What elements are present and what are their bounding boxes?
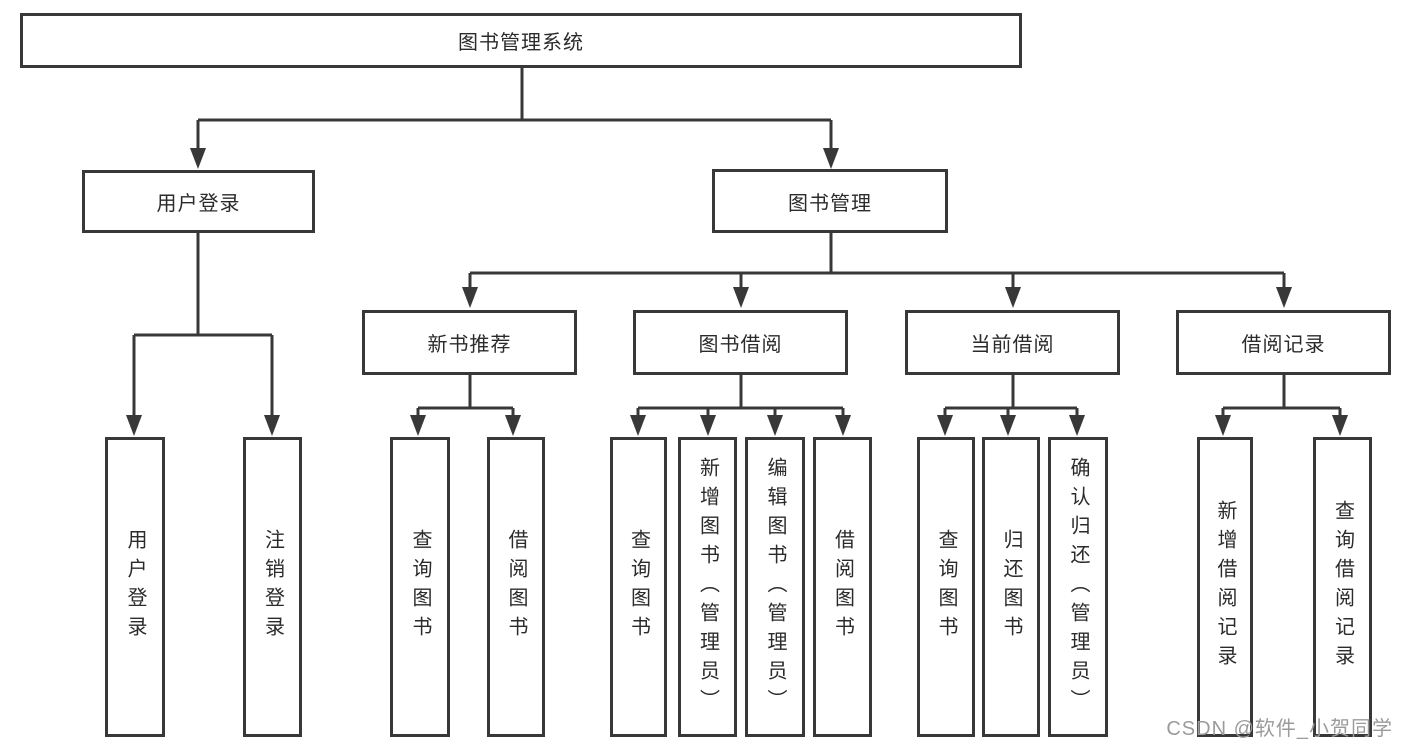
connector-new-book-to-leaves xyxy=(410,375,521,436)
leaf-label: 查询图书 xyxy=(409,529,431,645)
leaf-logout: 注销登录 xyxy=(243,437,302,737)
watermark: CSDN @软件_小贺同学 xyxy=(1166,718,1393,740)
leaf-label: 新增借阅记录 xyxy=(1214,500,1236,674)
leaf-label: 借阅图书 xyxy=(831,529,854,645)
leaf-newbook-borrow-books: 借阅图书 xyxy=(487,437,545,737)
leaf-borrow-query-books: 查询图书 xyxy=(610,437,667,737)
leaf-label: 编辑图书（管理员） xyxy=(764,456,786,718)
leaf-label: 借阅图书 xyxy=(505,529,527,645)
node-label: 图书借阅 xyxy=(698,334,783,356)
leaf-label: 新增图书（管理员） xyxy=(696,456,719,718)
node-new-book-recommend: 新书推荐 xyxy=(362,310,577,375)
leaf-query-borrow-record: 查询借阅记录 xyxy=(1313,437,1372,737)
leaf-label: 确认归还（管理员） xyxy=(1067,456,1089,718)
leaf-label: 查询图书 xyxy=(627,529,650,645)
leaf-edit-book-admin: 编辑图书（管理员） xyxy=(745,437,805,737)
node-label: 当前借阅 xyxy=(970,334,1055,356)
node-borrowing-records: 借阅记录 xyxy=(1176,310,1391,375)
leaf-label: 查询借阅记录 xyxy=(1331,500,1354,674)
node-user-login: 用户登录 xyxy=(82,170,315,233)
node-book-borrowing: 图书借阅 xyxy=(633,310,848,375)
leaf-current-query-books: 查询图书 xyxy=(917,437,975,737)
leaf-add-book-admin: 新增图书（管理员） xyxy=(678,437,737,737)
node-label: 用户登录 xyxy=(156,193,241,215)
node-label: 新书推荐 xyxy=(427,334,512,356)
connector-current-borrow-to-leaves xyxy=(937,375,1085,436)
connector-book-borrow-to-leaves xyxy=(630,375,851,436)
node-label: 图书管理 xyxy=(788,192,872,215)
leaf-add-borrow-record: 新增借阅记录 xyxy=(1197,437,1253,737)
leaf-user-login: 用户登录 xyxy=(105,437,165,737)
node-current-borrowing: 当前借阅 xyxy=(905,310,1120,375)
connector-user-login-to-leaves xyxy=(126,233,280,436)
leaf-borrow-borrow-books: 借阅图书 xyxy=(813,437,872,737)
leaf-label: 用户登录 xyxy=(124,529,146,645)
leaf-label: 注销登录 xyxy=(261,529,284,645)
node-label: 借阅记录 xyxy=(1241,334,1326,356)
node-book-management: 图书管理 xyxy=(712,169,948,233)
connector-root-to-level2 xyxy=(190,68,839,169)
node-root: 图书管理系统 xyxy=(20,13,1022,68)
connector-book-management-to-level3 xyxy=(462,233,1292,308)
leaf-newbook-query-books: 查询图书 xyxy=(390,437,450,737)
connector-borrow-record-to-leaves xyxy=(1215,375,1348,436)
node-root-label: 图书管理系统 xyxy=(458,32,584,54)
leaf-return-book: 归还图书 xyxy=(982,437,1040,737)
leaf-confirm-return-admin: 确认归还（管理员） xyxy=(1048,437,1108,737)
leaf-label: 查询图书 xyxy=(935,529,957,645)
leaf-label: 归还图书 xyxy=(1000,529,1022,645)
